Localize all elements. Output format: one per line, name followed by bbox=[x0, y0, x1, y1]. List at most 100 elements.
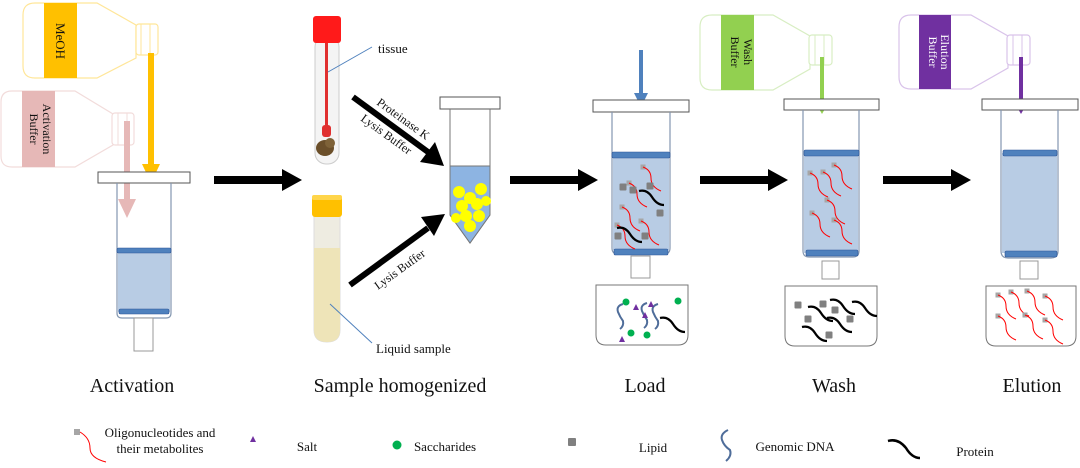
legend-lipid: Lipid bbox=[639, 440, 668, 455]
lipid bbox=[619, 183, 627, 191]
load-collection-tray bbox=[595, 284, 689, 346]
lipid bbox=[656, 209, 664, 217]
oligo-strand bbox=[997, 294, 1017, 320]
protein bbox=[851, 300, 878, 318]
oligo-strand bbox=[1026, 290, 1046, 316]
step-arrow-1 bbox=[214, 169, 302, 191]
oligo-strand bbox=[997, 315, 1017, 341]
wash-collection-tray bbox=[784, 285, 878, 347]
liquid-sample-label: Liquid sample bbox=[376, 341, 451, 356]
protein bbox=[807, 305, 834, 323]
step-label-activation: Activation bbox=[90, 375, 174, 397]
meoh-pour-arrow bbox=[142, 53, 160, 183]
salt-triangle-icon bbox=[250, 436, 256, 442]
lipid-square-icon bbox=[568, 438, 576, 446]
oligo-strand bbox=[822, 171, 842, 197]
legend-item-oligonucleotides: Oligonucleotides and their metabolites bbox=[74, 425, 216, 463]
saccharide bbox=[627, 329, 635, 337]
salt bbox=[633, 304, 639, 310]
lipid bbox=[825, 331, 833, 339]
meoh-label-band bbox=[44, 3, 77, 78]
wash-column bbox=[783, 98, 880, 280]
elution-buffer-bottle: Elution Buffer bbox=[898, 14, 1031, 90]
protein bbox=[829, 298, 856, 316]
wash-buffer-label-2: Buffer bbox=[728, 36, 742, 67]
legend-saccharides: Saccharides bbox=[414, 439, 476, 454]
step-label-wash: Wash bbox=[812, 375, 856, 397]
load-column bbox=[592, 99, 690, 279]
wash-buffer-bottle: Wash Buffer bbox=[699, 14, 833, 91]
step-label-elution: Elution bbox=[1003, 375, 1062, 397]
genomic-dna bbox=[616, 303, 625, 330]
meoh-label: MeOH bbox=[53, 23, 68, 59]
oligo-strand bbox=[809, 172, 829, 198]
lipid bbox=[629, 186, 637, 194]
oligo-strand-icon bbox=[79, 431, 107, 463]
oligo-head-icon bbox=[74, 429, 80, 435]
legend-item-protein: Protein bbox=[887, 439, 994, 460]
lipid bbox=[846, 315, 854, 323]
lipid bbox=[641, 232, 649, 240]
activation-buffer-label-2: Buffer bbox=[27, 113, 41, 144]
lipid bbox=[614, 232, 622, 240]
lipid bbox=[819, 300, 827, 308]
step-label-sample: Sample homogenized bbox=[314, 375, 487, 397]
load-stage bbox=[592, 50, 690, 346]
saccharide bbox=[622, 298, 630, 306]
legend-protein: Protein bbox=[956, 444, 994, 459]
tissue-to-tube-arrow: Proteinase K Lysis Buffer bbox=[351, 94, 444, 166]
genomic-dna-icon bbox=[720, 429, 732, 462]
protein bbox=[801, 325, 828, 343]
meoh-bottle: MeOH bbox=[22, 2, 159, 79]
wash-buffer-label-1: Wash bbox=[741, 39, 755, 65]
liquid-to-tube-arrow: Lysis Buffer bbox=[348, 214, 445, 292]
legend-item-genomic-dna: Genomic DNA bbox=[720, 429, 835, 462]
legend-oligo-line2: their metabolites bbox=[116, 441, 203, 456]
legend-oligo-line1: Oligonucleotides and bbox=[105, 425, 216, 440]
activation-buffer-pour-arrow bbox=[118, 121, 136, 218]
legend-item-saccharides: Saccharides bbox=[392, 439, 476, 454]
step-arrow-2 bbox=[510, 169, 598, 191]
arrow-label-lysis-buffer-bottom: Lysis Buffer bbox=[372, 246, 428, 292]
oligo-strand bbox=[621, 206, 641, 232]
protein bbox=[638, 189, 665, 207]
oligo-strand bbox=[640, 220, 660, 246]
legend-salt: Salt bbox=[297, 439, 318, 454]
activation-stage: MeOH Activation Buffer bbox=[0, 2, 191, 352]
elution-buffer-label-2: Buffer bbox=[926, 36, 940, 67]
oligo-strand bbox=[1044, 295, 1064, 321]
load-arrow bbox=[634, 50, 648, 107]
legend-item-lipid: Lipid bbox=[568, 438, 668, 455]
legend-item-salt: Salt bbox=[250, 436, 317, 454]
legend: Oligonucleotides and their metabolites S… bbox=[74, 425, 994, 463]
saccharide-circle-icon bbox=[392, 440, 402, 450]
activation-buffer-label-1: Activation bbox=[40, 104, 54, 155]
lipid bbox=[646, 182, 654, 190]
salt bbox=[648, 301, 654, 307]
wash-stage: Wash Buffer bbox=[699, 14, 880, 347]
oligo-strand bbox=[826, 199, 846, 225]
salt bbox=[642, 312, 648, 318]
saccharide bbox=[643, 331, 651, 339]
oligo-strand bbox=[1024, 314, 1044, 340]
elution-collection-tray bbox=[985, 285, 1077, 347]
sample-stage: tissue Liquid sample Proteinase K Lysis … bbox=[312, 16, 501, 356]
step-arrow-4 bbox=[883, 169, 971, 191]
elution-column bbox=[981, 98, 1079, 280]
activation-buffer-bottle: Activation Buffer bbox=[0, 90, 135, 168]
tissue-tube: tissue bbox=[313, 16, 408, 165]
homogenized-particles bbox=[451, 183, 491, 232]
step-label-load: Load bbox=[624, 375, 665, 397]
protein bbox=[616, 226, 643, 244]
oligo-strand bbox=[628, 182, 648, 208]
activation-column bbox=[97, 171, 191, 352]
lipid bbox=[804, 315, 812, 323]
liquid-leader-line bbox=[329, 303, 373, 344]
oligo-strand bbox=[1044, 319, 1064, 345]
protein-icon bbox=[887, 439, 921, 460]
elution-stage: Elution Buffer bbox=[898, 14, 1079, 347]
tissue-leader-line bbox=[327, 46, 373, 73]
homogenized-tube bbox=[439, 96, 501, 244]
oligo-strand bbox=[833, 164, 853, 190]
